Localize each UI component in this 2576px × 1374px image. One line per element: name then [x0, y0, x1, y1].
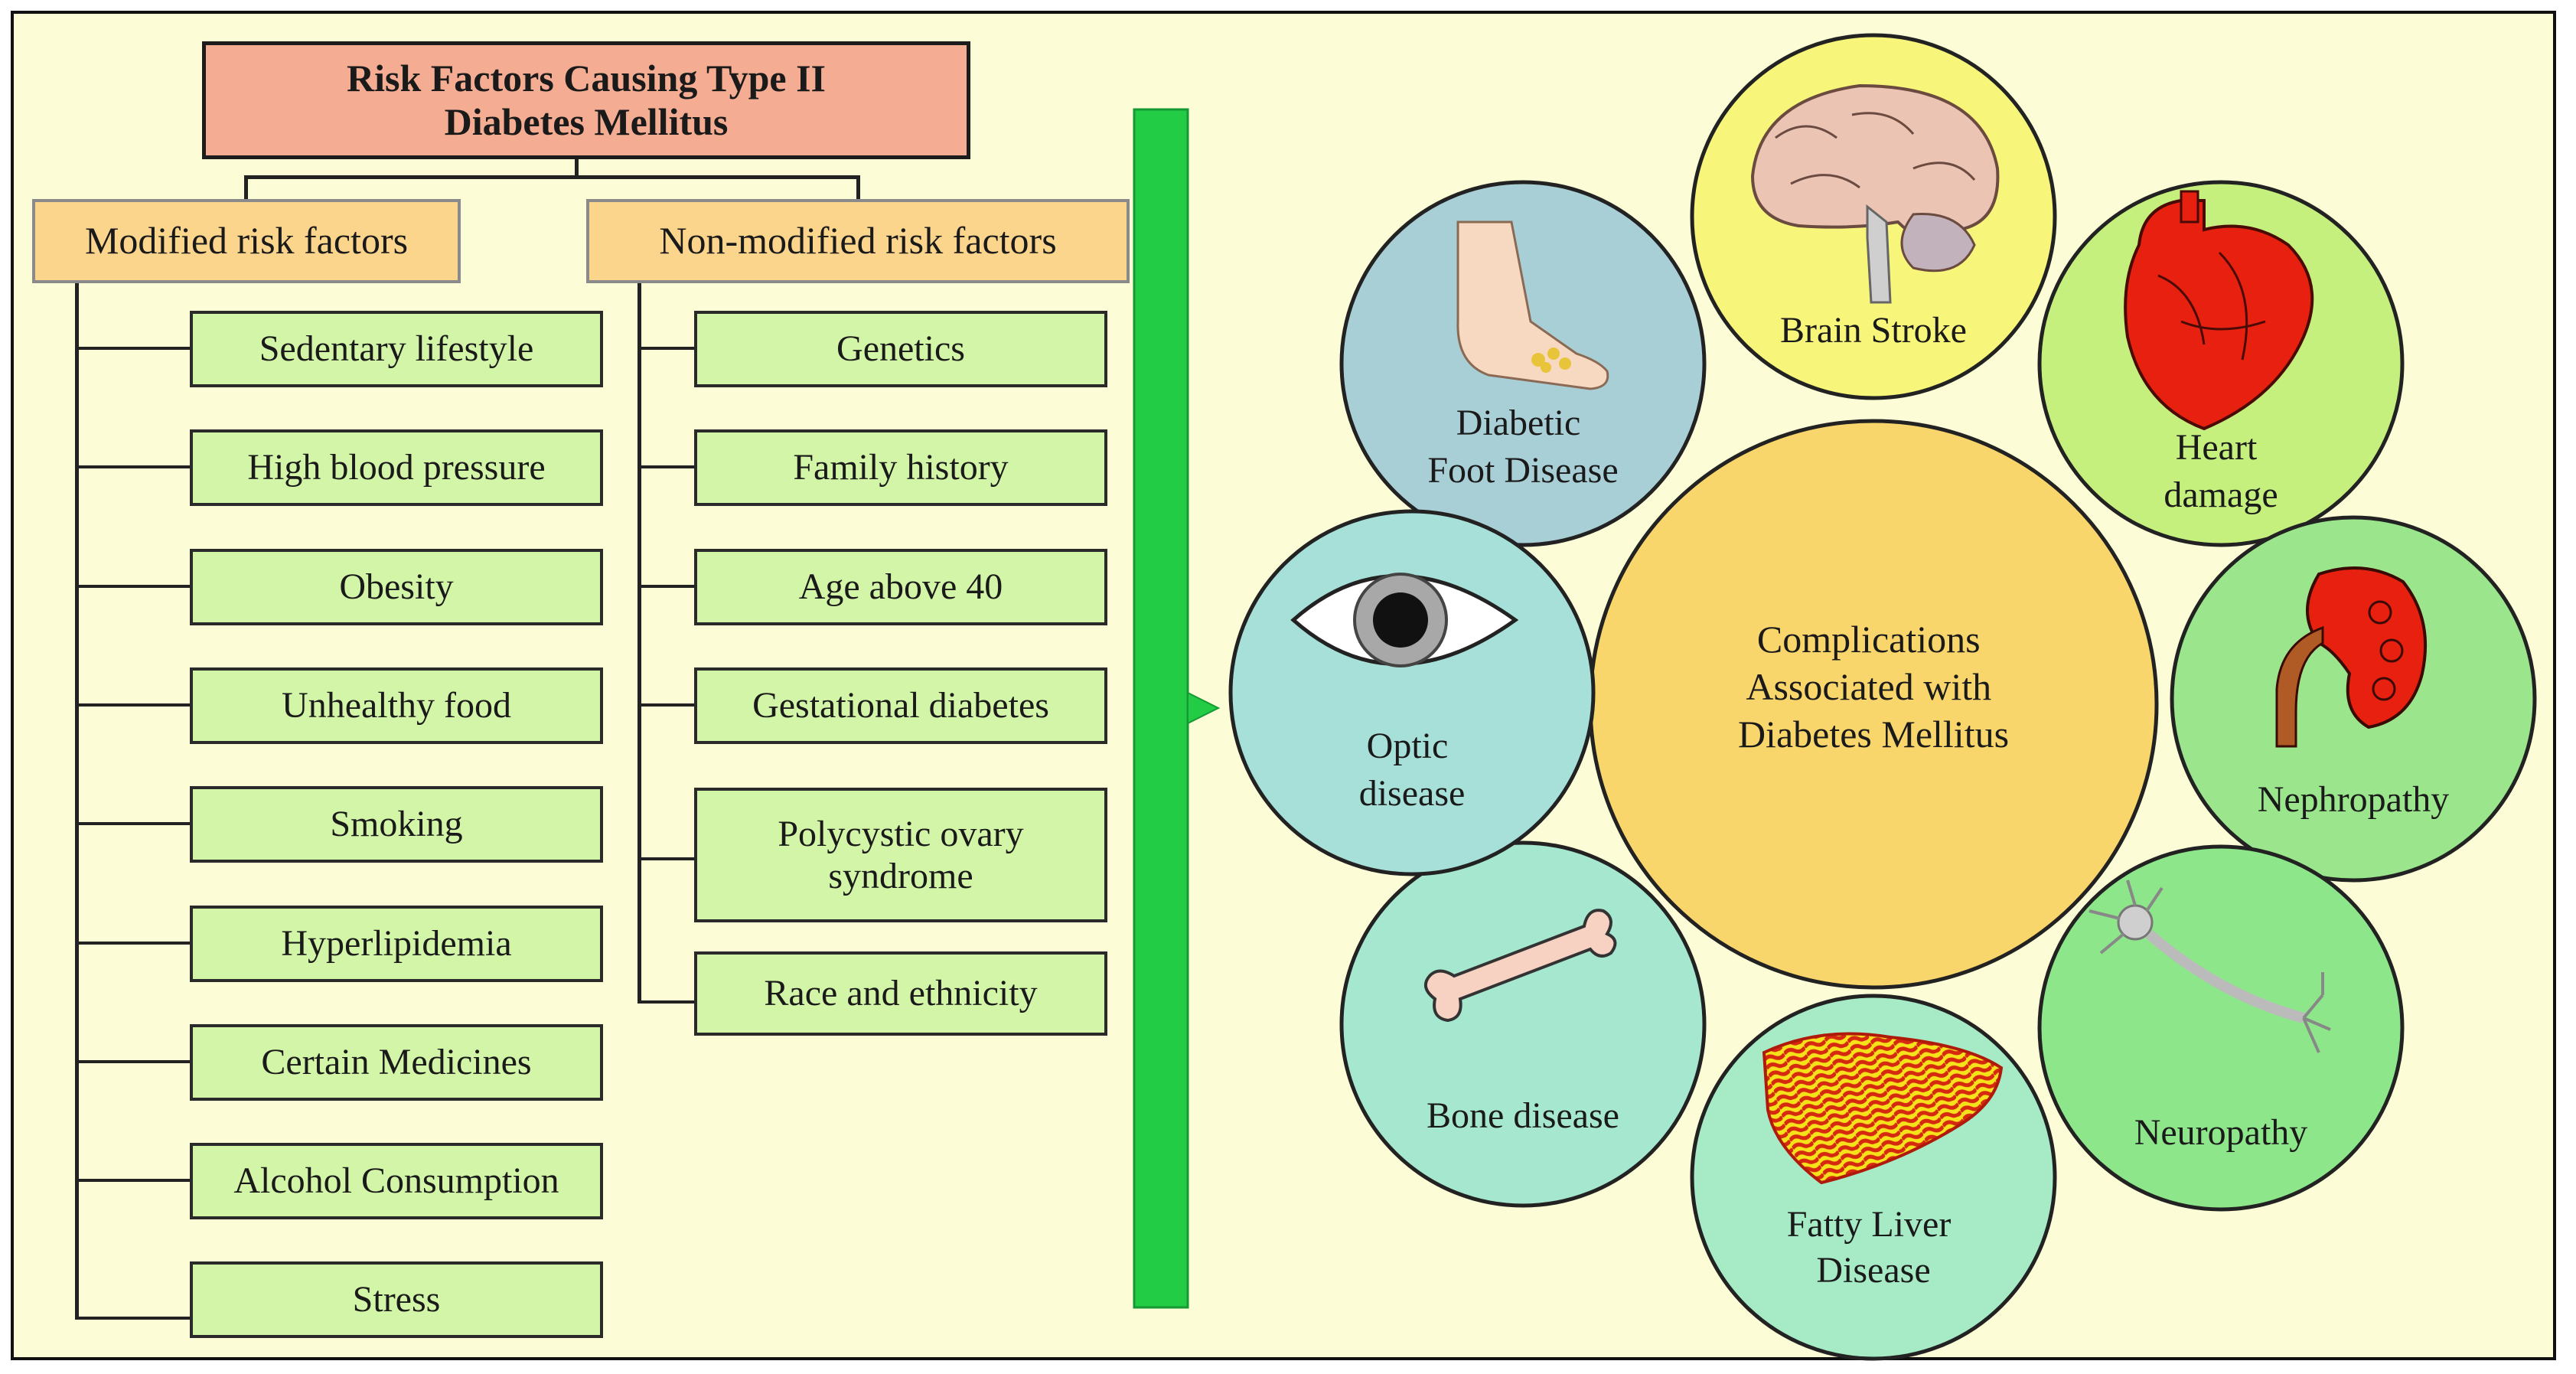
center-label: Complications Associated with Diabetes M…	[1738, 618, 2009, 756]
eye-icon	[1290, 573, 1519, 667]
risk-item-gestational-diabetes: Gestational diabetes	[694, 667, 1107, 744]
liver-label-line2: Disease	[1816, 1250, 1930, 1291]
complication-label: Nephropathy	[2258, 779, 2450, 820]
risk-item-stress: Stress	[190, 1261, 603, 1338]
center-label-line2: Associated with	[1746, 665, 1991, 708]
branch-line	[637, 347, 694, 350]
complication-label: Optic disease	[1359, 726, 1466, 814]
brain-label-line1: Brain Stroke	[1780, 310, 1967, 351]
complication-heart-damage: Heart damage	[2037, 180, 2405, 547]
complication-label: Brain Stroke	[1780, 310, 1967, 351]
branch-line	[75, 465, 190, 468]
risk-item-certain-medicines: Certain Medicines	[190, 1024, 603, 1101]
risk-item-age-above-40: Age above 40	[694, 549, 1107, 625]
liver-icon	[1762, 1032, 2004, 1185]
risk-item-family-history: Family history	[694, 429, 1107, 506]
foot-icon	[1456, 220, 1609, 390]
modified-risk-factors-header: Modified risk factors	[32, 199, 461, 283]
eye-label-line2: disease	[1359, 773, 1466, 814]
risk-item-polycystic-ovary-syndrome: Polycystic ovary syndrome	[694, 788, 1107, 922]
neuron-label-line1: Neuropathy	[2134, 1112, 2308, 1153]
modified-connector	[244, 175, 248, 201]
branch-connector	[244, 175, 860, 179]
branch-line	[75, 585, 190, 588]
foot-label-line1: Diabetic	[1456, 403, 1581, 443]
center-label-line3: Diabetes Mellitus	[1738, 713, 2009, 756]
heart-icon	[2124, 190, 2314, 431]
risk-item-smoking: Smoking	[190, 786, 603, 863]
complication-label: Heart damage	[2164, 427, 2278, 515]
liver-label-line1: Fatty Liver	[1787, 1204, 1952, 1245]
branch-line	[75, 942, 190, 945]
modified-spine	[75, 283, 79, 1320]
risk-item-hyperlipidemia: Hyperlipidemia	[190, 906, 603, 982]
complication-label: Bone disease	[1427, 1095, 1619, 1136]
eye-label-line1: Optic	[1367, 726, 1449, 766]
complication-label: Fatty Liver Disease	[1787, 1204, 1961, 1291]
complication-label: Diabetic Foot Disease	[1427, 403, 1618, 491]
complication-diabetic-foot: Diabetic Foot Disease	[1339, 180, 1707, 547]
complication-label: Neuropathy	[2134, 1112, 2308, 1153]
complication-fatty-liver: Fatty Liver Disease	[1690, 994, 2057, 1361]
branch-line	[75, 703, 190, 707]
complication-nephropathy: Nephropathy	[2170, 515, 2537, 883]
title-connector	[575, 159, 579, 179]
branch-line	[75, 1060, 190, 1063]
risk-item-sedentary-lifestyle: Sedentary lifestyle	[190, 311, 603, 387]
risk-item-obesity: Obesity	[190, 549, 603, 625]
kidney-icon	[2275, 566, 2428, 748]
flow-arrow	[1133, 108, 1221, 1309]
center-label-line1: Complications	[1757, 618, 1981, 661]
branch-line	[75, 347, 190, 350]
risk-item-race-and-ethnicity: Race and ethnicity	[694, 951, 1107, 1036]
complication-bone-disease: Bone disease	[1339, 840, 1707, 1208]
branch-line	[75, 1179, 190, 1182]
branch-line	[637, 585, 694, 588]
kidney-label-line1: Nephropathy	[2258, 779, 2450, 820]
branch-line	[637, 1000, 694, 1004]
complication-brain-stroke: Brain Stroke	[1690, 33, 2057, 400]
branch-line	[75, 822, 190, 825]
branch-line	[637, 465, 694, 468]
neuron-icon	[2089, 880, 2331, 1053]
branch-line	[637, 703, 694, 707]
foot-label-line2: Foot Disease	[1427, 450, 1618, 491]
non-modified-risk-factors-header: Non-modified risk factors	[586, 199, 1130, 283]
risk-item-high-blood-pressure: High blood pressure	[190, 429, 603, 506]
brain-icon	[1750, 83, 2000, 304]
complication-optic-disease: Optic disease	[1228, 509, 1596, 876]
complication-neuropathy: Neuropathy	[2037, 844, 2405, 1212]
center-circle: Complications Associated with Diabetes M…	[1588, 419, 2159, 990]
bone-label-line1: Bone disease	[1427, 1095, 1619, 1136]
branch-line	[75, 1317, 190, 1320]
heart-label-line2: damage	[2164, 475, 2278, 515]
risk-item-unhealthy-food: Unhealthy food	[190, 667, 603, 744]
non-modified-spine	[637, 283, 641, 1004]
risk-item-alcohol-consumption: Alcohol Consumption	[190, 1143, 603, 1219]
non-modified-connector	[856, 175, 860, 201]
branch-line	[637, 857, 694, 860]
risk-item-genetics: Genetics	[694, 311, 1107, 387]
heart-label-line1: Heart	[2176, 427, 2258, 468]
bone-icon	[1423, 909, 1617, 1023]
